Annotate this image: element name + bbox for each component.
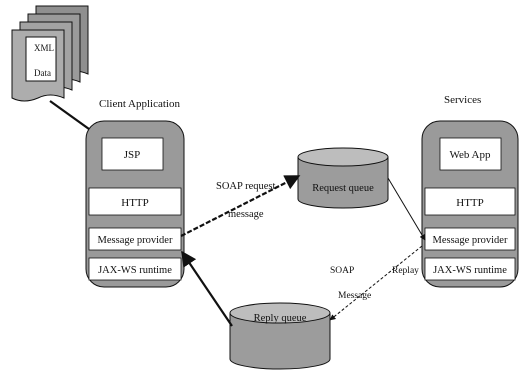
client-layer-message-provider: Message provider bbox=[98, 235, 173, 246]
reply-queue-top bbox=[229, 302, 331, 324]
soap-reply-label-a: SOAP bbox=[330, 266, 354, 276]
services-layer-message-provider: Message provider bbox=[433, 235, 508, 246]
client-application-title: Client Application bbox=[99, 98, 180, 110]
soap-reply-label-c: Message bbox=[338, 291, 371, 301]
client-application-stack: JSP HTTP Message provider JAX-WS runtime bbox=[85, 120, 185, 288]
client-layer-jaxws-box bbox=[88, 257, 182, 281]
xml-document-stack: XML Data bbox=[11, 5, 89, 102]
client-layer-http: HTTP bbox=[121, 197, 149, 209]
services-title: Services bbox=[444, 94, 481, 106]
xml-doc-line1: XML bbox=[34, 43, 54, 53]
request-queue-body bbox=[297, 157, 389, 209]
message-provider-to-request-queue-arrow bbox=[180, 175, 301, 237]
services-layer-jaxws-box bbox=[424, 257, 516, 281]
client-layer-jaxws: JAX-WS runtime bbox=[98, 265, 172, 276]
client-layer-message-provider-box bbox=[88, 227, 182, 251]
request-queue: Request queue bbox=[297, 147, 389, 209]
xml-doc-label-box bbox=[25, 36, 57, 82]
soap-request-label-line2: message bbox=[228, 209, 264, 220]
services-to-reply-queue-arrow bbox=[329, 245, 423, 321]
reply-queue: Reply queue bbox=[229, 302, 331, 370]
client-layer-jsp: JSP bbox=[124, 149, 141, 161]
services-layer-webapp-box bbox=[439, 137, 502, 171]
client-layer-jsp-box bbox=[101, 137, 164, 171]
services-layer-http: HTTP bbox=[456, 197, 484, 209]
soap-reply-label-b: Replay bbox=[392, 266, 419, 276]
request-queue-to-services-arrow bbox=[387, 177, 426, 241]
services-layer-webapp: Web App bbox=[450, 149, 491, 161]
xml-doc-line2: Data bbox=[34, 68, 51, 78]
reply-queue-body bbox=[229, 313, 331, 370]
request-queue-top bbox=[297, 147, 389, 167]
reply-queue-to-message-provider-arrow bbox=[181, 250, 233, 327]
request-queue-label: Request queue bbox=[312, 183, 374, 194]
services-layer-jaxws: JAX-WS runtime bbox=[433, 265, 507, 276]
services-layer-http-box bbox=[424, 187, 516, 216]
soap-request-label-line1: SOAP request bbox=[216, 181, 275, 192]
services-stack: Web App HTTP Message provider JAX-WS run… bbox=[421, 120, 519, 288]
client-layer-http-box bbox=[88, 187, 182, 216]
reply-queue-label: Reply queue bbox=[254, 313, 307, 324]
